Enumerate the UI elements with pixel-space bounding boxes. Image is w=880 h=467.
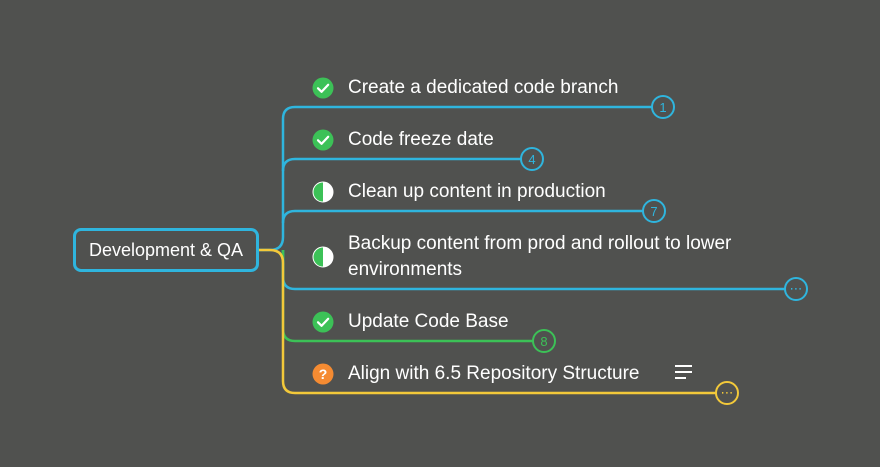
collapse-badge-topic-6[interactable]: ⋯ (715, 381, 739, 405)
connector-main-blue (259, 105, 652, 252)
check-circle-icon[interactable] (312, 129, 334, 151)
svg-text:4: 4 (528, 152, 535, 167)
topic-code-freeze-date[interactable]: Code freeze date (348, 129, 494, 150)
svg-text:?: ? (319, 366, 328, 382)
count-badge-topic-1[interactable]: 1 (651, 95, 675, 119)
topic-align-repository[interactable]: Align with 6.5 Repository Structure (348, 363, 640, 384)
notes-icon[interactable] (674, 364, 694, 380)
count-badge-topic-5[interactable]: 8 (532, 329, 556, 353)
connector-topic-3 (281, 209, 643, 224)
svg-text:1: 1 (659, 100, 666, 115)
check-circle-icon[interactable] (312, 77, 334, 99)
connector-topic-2 (281, 157, 521, 172)
svg-text:7: 7 (650, 204, 657, 219)
topic-update-code-base[interactable]: Update Code Base (348, 311, 509, 332)
half-circle-icon[interactable] (312, 246, 334, 268)
root-topic[interactable]: Development & QA (73, 228, 259, 272)
question-circle-icon[interactable]: ? (312, 363, 334, 385)
svg-text:⋯: ⋯ (721, 386, 734, 401)
root-topic-label: Development & QA (88, 239, 244, 260)
topic-backup-content[interactable]: Backup content from prod and rollout to … (348, 233, 732, 280)
collapse-badge-topic-4[interactable]: ⋯ (784, 277, 808, 301)
check-circle-icon[interactable] (312, 311, 334, 333)
svg-text:8: 8 (540, 334, 547, 349)
count-badge-topic-3[interactable]: 7 (642, 199, 666, 223)
count-badge-topic-2[interactable]: 4 (520, 147, 544, 171)
topic-clean-up-content[interactable]: Clean up content in production (348, 181, 606, 202)
topic-create-code-branch[interactable]: Create a dedicated code branch (348, 77, 619, 98)
half-circle-icon[interactable] (312, 181, 334, 203)
svg-text:⋯: ⋯ (790, 282, 803, 297)
connector-topic-6 (259, 248, 716, 395)
